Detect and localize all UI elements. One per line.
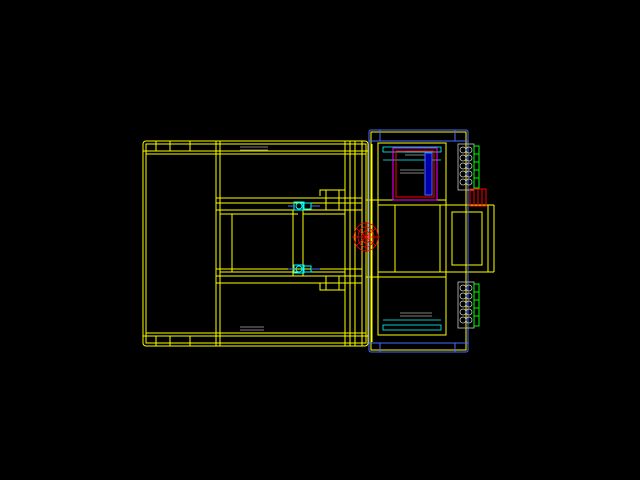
top-chamber xyxy=(392,147,438,201)
right-module-outline xyxy=(368,129,469,353)
red-roller xyxy=(352,222,380,252)
frame-labels xyxy=(240,146,432,331)
side-rollers-top xyxy=(457,143,475,191)
fitting-lines xyxy=(288,205,320,270)
main-frame xyxy=(142,140,369,347)
side-rollers-bottom xyxy=(457,281,475,329)
red-motor xyxy=(469,188,487,207)
green-plates xyxy=(473,145,480,327)
